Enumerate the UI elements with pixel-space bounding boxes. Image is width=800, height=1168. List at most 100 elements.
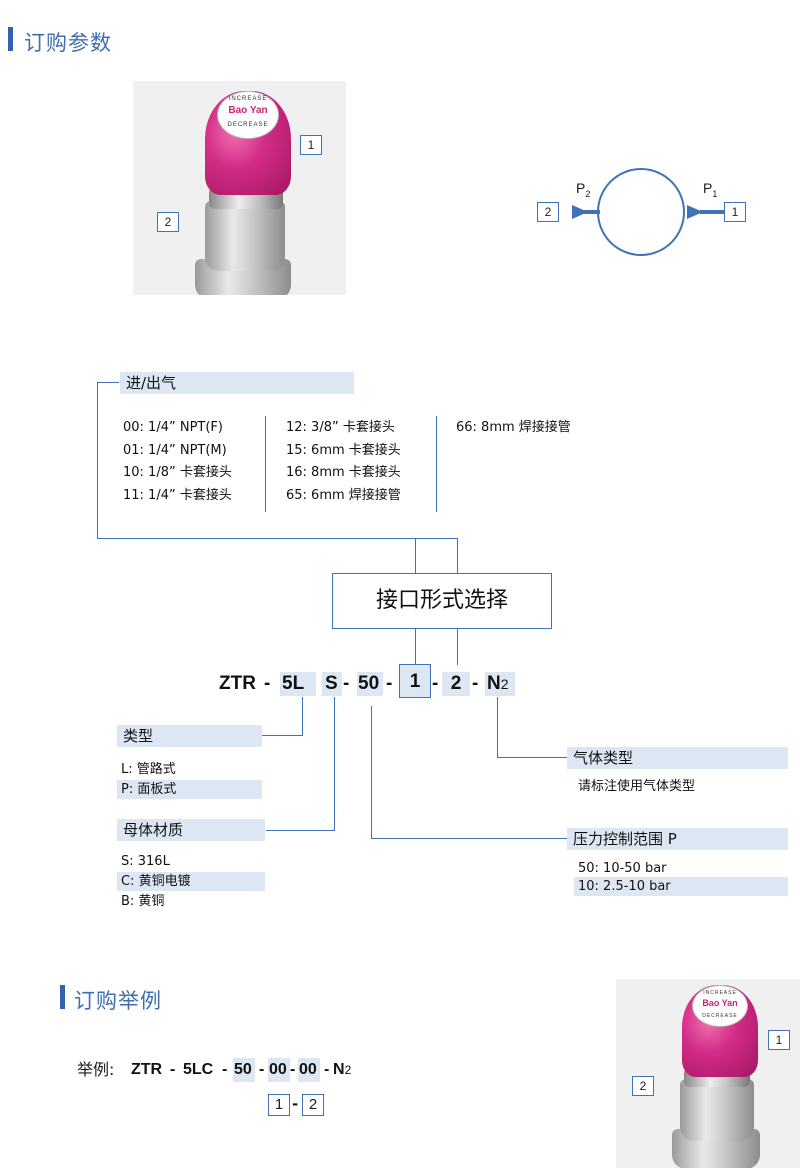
connector-line	[371, 838, 567, 839]
connector-line	[334, 697, 335, 830]
p2-text: P	[576, 180, 586, 196]
connector-line	[302, 697, 303, 735]
photo-label-2: 2	[157, 212, 179, 232]
code-dash: -	[386, 673, 393, 694]
material-item: S: 316L	[121, 854, 170, 869]
code-dash: -	[432, 673, 439, 694]
decrease-text: DECREASE	[227, 122, 269, 128]
pressure-item: 50: 10-50 bar	[578, 861, 667, 876]
example-box-dash: -	[292, 1095, 299, 1113]
material-item: C: 黄铜电镀	[117, 872, 265, 891]
list-item: 01: 1/4” NPT(M)	[123, 442, 227, 458]
flow-diagram	[572, 168, 724, 256]
code-pressure: 50	[357, 672, 383, 696]
interface-selection-box: 接口形式选择	[332, 573, 552, 629]
example-gas-text: N	[333, 1061, 345, 1078]
example-box-2: 2	[302, 1094, 324, 1116]
list-item: 10: 1/8” 卡套接头	[123, 465, 232, 480]
code-material: S	[322, 672, 342, 696]
decrease-text: DECREASE	[702, 1013, 738, 1019]
increase-text: INCREASE	[228, 96, 268, 102]
product-photo: INCREASE Bao Yan DECREASE	[133, 81, 346, 295]
code-dash: -	[264, 673, 271, 694]
inlet-outlet-col2: 12: 3/8” 卡套接头 15: 6mm 卡套接头 16: 8mm 卡套接头 …	[286, 417, 401, 507]
code-gas-subscript: 2	[500, 676, 509, 692]
code-dash: -	[472, 673, 479, 694]
connector-line	[497, 757, 567, 758]
connector-line	[266, 830, 335, 831]
p1-label: P1	[703, 180, 717, 199]
connector-line	[262, 735, 303, 736]
example-port-1: 00	[268, 1058, 290, 1082]
inlet-outlet-col3: 66: 8mm 焊接接管	[456, 417, 571, 440]
pressure-title: 压力控制范围 P	[567, 828, 788, 850]
example-gas-subscript: 2	[344, 1063, 352, 1077]
code-dash: -	[343, 673, 350, 694]
regulator-circle	[597, 168, 685, 256]
section-marker	[60, 985, 65, 1009]
example-dash: -	[324, 1061, 330, 1078]
connector-line	[97, 382, 119, 383]
connector-line	[415, 538, 416, 573]
example-gas: N2	[333, 1058, 351, 1082]
brand-logo-text: Bao Yan	[228, 105, 268, 116]
product-photo-example: INCREASE Bao Yan DECREASE	[616, 979, 800, 1168]
p2-label: P2	[576, 180, 590, 199]
example-dash: -	[259, 1061, 265, 1078]
connector-line	[457, 629, 458, 665]
column-divider	[436, 416, 437, 512]
list-item: 15: 6mm 卡套接头	[286, 442, 401, 458]
p2-subscript: 2	[585, 188, 591, 199]
example-photo-label-1: 1	[768, 1030, 790, 1050]
example-photo-label-2: 2	[632, 1076, 654, 1096]
connector-line	[415, 629, 416, 665]
connector-line	[97, 382, 98, 538]
example-pressure: 50	[233, 1058, 255, 1082]
inlet-arrow-icon	[687, 205, 703, 219]
code-type: 5L	[280, 672, 316, 696]
example-dash: -	[170, 1061, 176, 1078]
code-port-2: 2	[442, 672, 470, 696]
code-port-1: 1	[399, 664, 431, 698]
list-item: 12: 3/8” 卡套接头	[286, 420, 395, 435]
flow-port-1: 1	[724, 202, 746, 222]
type-item: P: 面板式	[117, 780, 262, 799]
p1-subscript: 1	[712, 188, 718, 199]
photo-label-1: 1	[300, 135, 322, 155]
example-type: 5LC	[183, 1061, 214, 1078]
column-divider	[265, 416, 266, 512]
gas-title: 气体类型	[567, 747, 788, 769]
connector-line	[497, 697, 498, 758]
code-prefix: ZTR	[219, 673, 256, 694]
brand-logo-text: Bao Yan	[702, 998, 738, 1008]
pressure-item: 10: 2.5-10 bar	[574, 877, 788, 896]
list-item: 16: 8mm 卡套接头	[286, 465, 401, 480]
example-label: 举例:	[77, 1060, 115, 1079]
type-title: 类型	[117, 725, 262, 747]
code-gas: N2	[485, 672, 515, 696]
inlet-outlet-title: 进/出气	[120, 372, 354, 394]
example-dash: -	[290, 1061, 296, 1078]
flow-port-2: 2	[537, 202, 559, 222]
code-gas-text: N	[487, 673, 501, 694]
inlet-outlet-col1: 00: 1/4” NPT(F) 01: 1/4” NPT(M) 10: 1/8”…	[123, 417, 232, 507]
increase-text: INCREASE	[703, 990, 737, 996]
connector-line	[97, 538, 457, 539]
list-item: 11: 1/4” 卡套接头	[123, 487, 232, 503]
example-port-2: 00	[298, 1058, 320, 1082]
example-prefix: ZTR	[131, 1061, 163, 1078]
material-item: B: 黄铜	[121, 894, 165, 909]
connector-line	[457, 538, 458, 573]
section-title-ordering-example: 订购举例	[74, 989, 162, 1013]
material-title: 母体材质	[117, 819, 265, 841]
section-title-ordering-params: 订购参数	[24, 31, 112, 55]
p1-text: P	[703, 180, 713, 196]
section-marker	[8, 27, 13, 51]
example-dash: -	[222, 1061, 228, 1078]
list-item: 65: 6mm 焊接接管	[286, 487, 401, 503]
type-item: L: 管路式	[121, 762, 176, 777]
connector-line	[371, 706, 372, 838]
example-box-1: 1	[268, 1094, 290, 1116]
gas-note: 请标注使用气体类型	[578, 779, 696, 794]
list-item: 66: 8mm 焊接接管	[456, 420, 571, 435]
